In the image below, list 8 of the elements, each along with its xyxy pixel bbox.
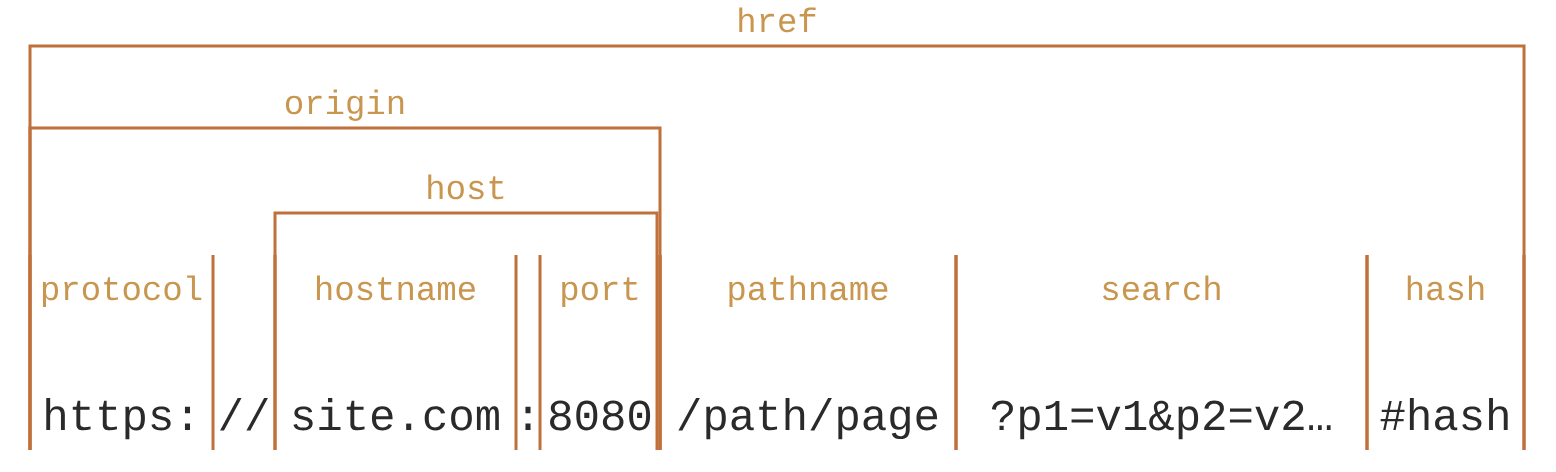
- url-separator: :: [525, 406, 531, 430]
- url-column: hostname site.com: [273, 253, 518, 452]
- url-column: hash #hash: [1365, 253, 1526, 452]
- url-column: protocol https:: [28, 253, 215, 452]
- url-column: search ?p1=v1&p2=v2…: [954, 253, 1369, 452]
- url-separator: //: [220, 398, 268, 431]
- url-column: pathname /path/page: [658, 253, 958, 452]
- url-column: port 8080: [538, 253, 662, 452]
